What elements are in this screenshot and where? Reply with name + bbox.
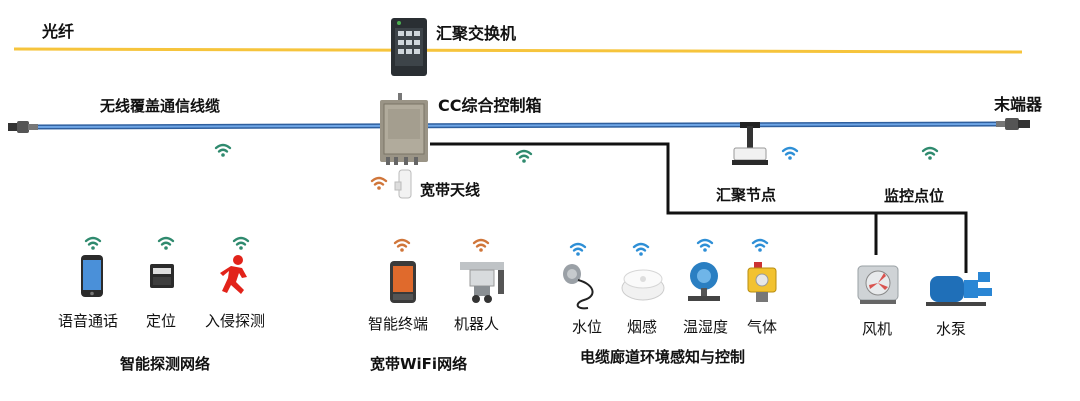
cable-right-connector-icon bbox=[996, 118, 1030, 130]
wifi-signal-icon bbox=[84, 236, 102, 250]
aggregation-node-icon bbox=[732, 122, 768, 165]
broadband-antenna-label: 宽带天线 bbox=[420, 181, 481, 199]
wifi-signal-icon bbox=[751, 238, 769, 252]
temp-humidity-sensor-icon bbox=[688, 262, 720, 301]
wifi-antenna-signal-icon bbox=[370, 176, 388, 190]
robot-icon bbox=[460, 262, 504, 303]
item-voice-call: 语音通话 bbox=[58, 312, 119, 330]
switch-label: 汇聚交换机 bbox=[436, 24, 517, 43]
item-pump: 水泵 bbox=[936, 320, 967, 338]
fan-icon bbox=[857, 265, 899, 304]
group-title-wifi: 宽带WiFi网络 bbox=[370, 355, 468, 373]
smoke-detector-icon bbox=[621, 269, 665, 301]
group-title-smart-detect: 智能探测网络 bbox=[120, 355, 211, 373]
wireless-cable-label: 无线覆盖通信线缆 bbox=[100, 97, 221, 115]
wifi-signal-icon bbox=[232, 236, 250, 250]
cable-left-connector-icon bbox=[8, 121, 38, 133]
smart-terminal-icon bbox=[390, 261, 416, 303]
wifi-signal-icon bbox=[569, 242, 587, 256]
intrusion-runner-icon bbox=[220, 255, 247, 294]
wireless-cable-line bbox=[27, 121, 1003, 130]
item-smoke: 烟感 bbox=[627, 318, 658, 336]
wifi-signal-icon bbox=[393, 238, 411, 252]
cc-control-box-icon bbox=[380, 93, 428, 165]
switch-device-icon bbox=[391, 18, 427, 76]
aggregation-node-label: 汇聚节点 bbox=[716, 186, 777, 204]
item-locate: 定位 bbox=[146, 312, 177, 330]
water-pump-icon bbox=[926, 272, 992, 306]
cc-box-label: CC综合控制箱 bbox=[438, 96, 542, 115]
item-temp-humidity: 温湿度 bbox=[683, 318, 729, 336]
wifi-signal-icon bbox=[515, 149, 533, 163]
phone-icon bbox=[81, 255, 103, 297]
wifi-signal-icon bbox=[472, 238, 490, 252]
group-title-env-control: 电缆廊道环境感知与控制 bbox=[580, 348, 746, 366]
wifi-signal-icon bbox=[214, 143, 232, 157]
wifi-signal-icon bbox=[696, 238, 714, 252]
item-intrusion-detect: 入侵探测 bbox=[205, 312, 266, 330]
wifi-signal-icon bbox=[632, 242, 650, 256]
fiber-line bbox=[13, 47, 1023, 54]
monitor-point-label: 监控点位 bbox=[884, 187, 945, 205]
broadband-antenna-icon bbox=[394, 169, 412, 199]
item-water-level: 水位 bbox=[572, 318, 603, 336]
control-wires bbox=[430, 142, 968, 273]
item-fan: 风机 bbox=[862, 320, 893, 338]
water-level-sensor-icon bbox=[563, 264, 594, 310]
locator-tag-icon bbox=[150, 264, 174, 288]
gas-detector-icon bbox=[747, 262, 777, 302]
wifi-signal-icon bbox=[921, 146, 939, 160]
item-robot: 机器人 bbox=[454, 315, 500, 333]
item-smart-terminal: 智能终端 bbox=[368, 315, 429, 333]
end-device-label: 末端器 bbox=[994, 95, 1043, 114]
fiber-label: 光纤 bbox=[42, 22, 75, 41]
wifi-signal-icon bbox=[781, 146, 799, 160]
wifi-signal-icon bbox=[157, 236, 175, 250]
item-gas: 气体 bbox=[747, 318, 778, 336]
